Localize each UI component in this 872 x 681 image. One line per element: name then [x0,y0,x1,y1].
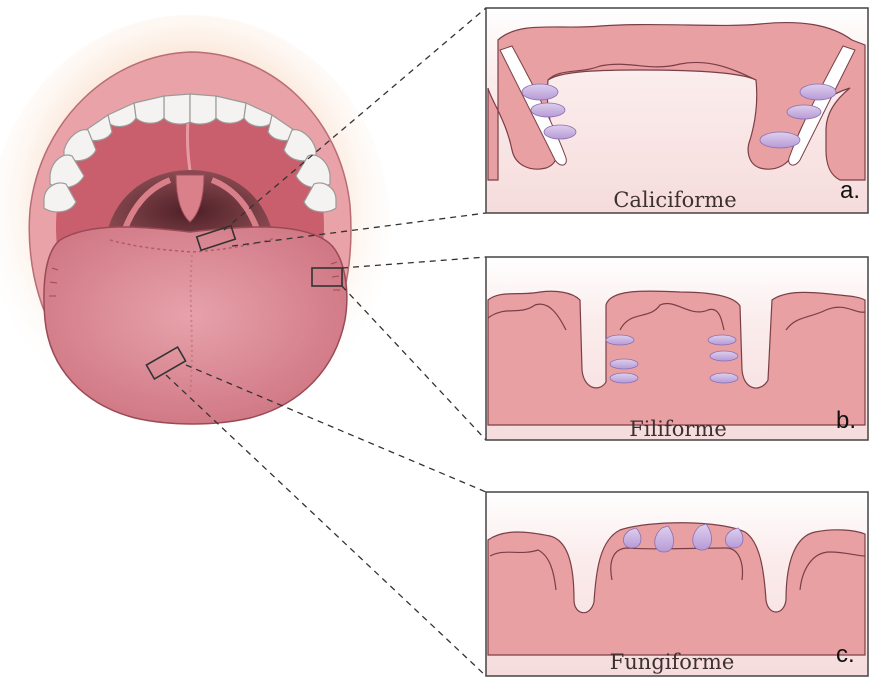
panel-fungiforme: Fungiforme c. [486,492,868,676]
mouth-illustration [0,15,390,435]
panel-letter-b: b. [836,407,856,434]
panel-label-filiforme: Filiforme [629,417,727,441]
panel-letter-c: c. [836,641,855,668]
panel-label-caliciforme: Caliciforme [613,188,736,212]
panel-filiforme: Filiforme b. [486,257,868,441]
panel-letter-a: a. [840,177,860,204]
papilla-tissue [488,523,865,655]
papilla-tissue [488,291,865,425]
panel-caliciforme: Caliciforme a. [486,8,868,213]
panel-label-fungiforme: Fungiforme [610,650,735,674]
